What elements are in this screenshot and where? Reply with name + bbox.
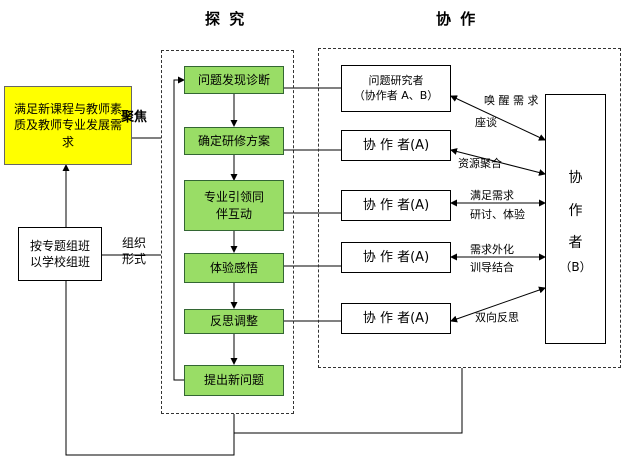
relation-label-1a: 唤 醒 需 求 — [484, 94, 539, 107]
form-label: 组织形式 — [122, 236, 147, 266]
relation-label-4a: 需求外化 — [470, 243, 514, 256]
collaborator-box-a: 协 作 者(A) — [341, 242, 451, 273]
collaborator-box-researcher: 问题研究者 （协作者 A、B） — [341, 65, 451, 112]
relation-label-1b: 座谈 — [475, 116, 497, 129]
step-experience: 体验感悟 — [184, 253, 284, 283]
group-box: 按专题组班以学校组班 — [18, 227, 102, 281]
collaborator-b-char2: 作 — [568, 202, 583, 219]
step-problem-diagnosis: 问题发现诊断 — [184, 66, 284, 94]
bottom-link-collab-explore — [233, 368, 463, 434]
collaborator-researcher-line2: （协作者 A、B） — [353, 88, 439, 102]
relation-label-4b: 训导结合 — [470, 261, 514, 274]
need-box: 满足新课程与教师素质及教师专业发展需求 — [4, 86, 132, 165]
collaborator-b-box: 协 作 者 （B） — [545, 94, 606, 344]
arrow-c2-b — [450, 148, 546, 176]
bottom-link-explore-group — [65, 281, 235, 456]
relation-label-5: 双向反思 — [475, 311, 519, 324]
collaborate-frame — [318, 48, 621, 368]
relation-label-2: 资源聚合 — [458, 157, 502, 170]
collaborator-box-a: 协 作 者(A) — [341, 190, 451, 221]
step-new-problem: 提出新问题 — [184, 365, 284, 396]
collaborator-researcher-line1: 问题研究者 — [368, 73, 424, 87]
collaborator-b-char1: 协 — [568, 170, 583, 187]
feedback-loop-line — [173, 76, 185, 381]
explore-frame — [161, 50, 294, 414]
collaborator-b-code: （B） — [559, 259, 592, 274]
collaborate-header: 协 作 — [436, 10, 478, 28]
arrow-c1-b — [450, 95, 546, 141]
focus-label: 聚焦 — [121, 110, 148, 125]
step-define-plan: 确定研修方案 — [184, 127, 284, 155]
collaborator-box-a: 协 作 者(A) — [341, 130, 451, 161]
collaborator-b-char3: 者 — [568, 234, 583, 251]
explore-header: 探 究 — [205, 10, 247, 28]
step-peer-interaction: 专业引领同伴互动 — [184, 180, 284, 231]
step-reflect-adjust: 反思调整 — [184, 309, 284, 334]
collaborator-box-a: 协 作 者(A) — [341, 303, 451, 334]
arrow-c5-b — [450, 286, 546, 323]
relation-label-3b: 研讨、体验 — [470, 208, 525, 221]
relation-label-3a: 满足需求 — [470, 189, 514, 202]
